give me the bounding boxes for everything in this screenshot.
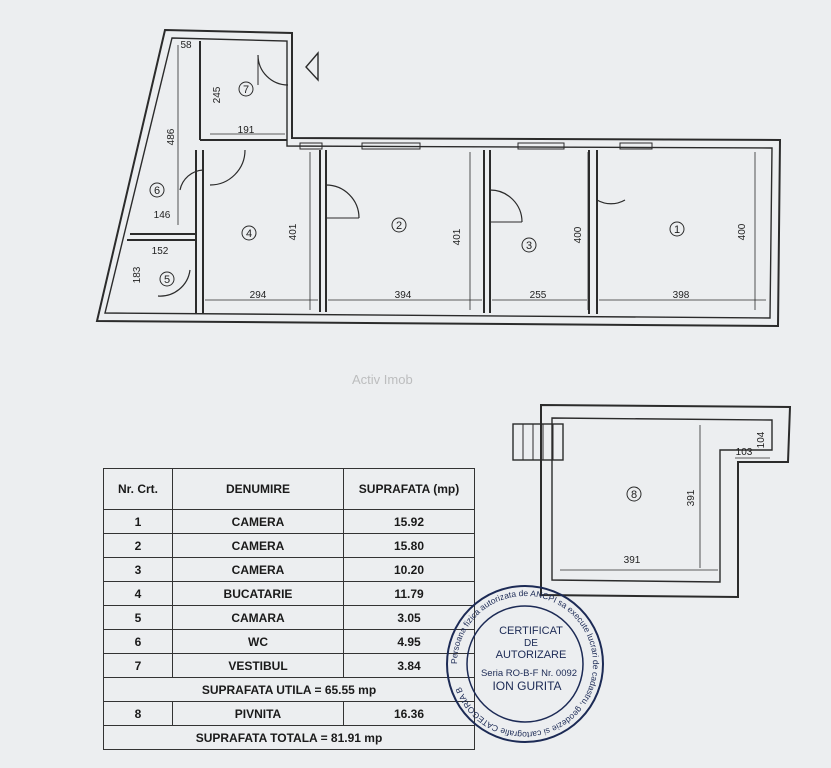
room-number-6: 6 <box>154 185 160 197</box>
cell-name: CAMERA <box>172 533 344 558</box>
basement-outer <box>540 403 792 599</box>
cell-nr: 6 <box>103 629 173 654</box>
dim-r1-height: 400 <box>737 223 748 240</box>
cell-nr: 8 <box>103 701 173 726</box>
dim-r2-height: 401 <box>452 228 463 245</box>
cell-name: CAMARA <box>172 605 344 630</box>
cell-name: CAMERA <box>172 557 344 582</box>
stamp-line-4: Seria RO-B-F Nr. 0092 <box>481 668 577 679</box>
dim-r3-width: 255 <box>530 290 547 301</box>
cell-area: 3.84 <box>343 653 475 678</box>
cell-nr: 1 <box>103 509 173 534</box>
stamp-line-1: CERTIFICAT <box>499 625 563 637</box>
dim-r5-width: 152 <box>152 246 169 257</box>
cell-area: 16.36 <box>343 701 475 726</box>
dim-r3-height: 400 <box>573 226 584 243</box>
dim-r6-height: 486 <box>166 128 177 145</box>
dim-r8-height: 391 <box>686 489 697 506</box>
cell-area: 15.80 <box>343 533 475 558</box>
cell-name: BUCATARIE <box>172 581 344 606</box>
room-number-3: 3 <box>526 240 532 252</box>
stamp-line-3: AUTORIZARE <box>496 649 567 661</box>
cell-area: 15.92 <box>343 509 475 534</box>
outer-wall <box>95 28 782 328</box>
cell-name: WC <box>172 629 344 654</box>
inner-outline <box>104 37 773 319</box>
cell-nr: 5 <box>103 605 173 630</box>
cell-nr: 2 <box>103 533 173 558</box>
basement-inner <box>551 417 773 583</box>
useful-total-row: SUPRAFATA UTILA = 65.55 mp <box>103 677 475 702</box>
authorization-stamp: Persoana fizica autorizata de ANCPI sa e… <box>446 585 604 743</box>
grand-total: SUPRAFATA TOTALA = 81.91 mp <box>103 725 475 750</box>
room-number-4: 4 <box>246 228 252 240</box>
watermark: Activ Imob <box>352 372 413 387</box>
cell-name: VESTIBUL <box>172 653 344 678</box>
room-number-7: 7 <box>243 84 249 96</box>
dim-r5-height: 183 <box>132 266 143 283</box>
dim-r7-extra: 58 <box>180 40 192 51</box>
dim-r7-width: 191 <box>238 125 255 136</box>
stamp-ring-text: Persoana fizica autorizata de ANCPI sa e… <box>449 588 601 740</box>
dim-r8-niche-width: 103 <box>736 447 753 458</box>
cell-name: CAMERA <box>172 509 344 534</box>
table-header-row: Nr. Crt. DENUMIRE SUPRAFATA (mp) <box>103 468 475 510</box>
room-number-1: 1 <box>674 224 680 236</box>
cell-nr: 4 <box>103 581 173 606</box>
dim-r8-width: 391 <box>624 555 641 566</box>
stamp-line-5: ION GURITA <box>492 679 561 693</box>
cell-name: PIVNITA <box>172 701 344 726</box>
room-number-8: 8 <box>631 489 637 501</box>
header-nr: Nr. Crt. <box>103 468 173 510</box>
useful-total: SUPRAFATA UTILA = 65.55 mp <box>103 677 475 702</box>
dim-r4-width: 294 <box>250 290 267 301</box>
dim-r2-width: 394 <box>395 290 412 301</box>
cell-nr: 3 <box>103 557 173 582</box>
dim-r8-niche-height: 104 <box>756 431 767 448</box>
dim-r6-width: 146 <box>154 210 171 221</box>
stamp-line-2: DE <box>524 638 538 649</box>
dim-r1-width: 398 <box>673 290 690 301</box>
grand-total-row: SUPRAFATA TOTALA = 81.91 mp <box>103 725 475 750</box>
dim-r4-height: 401 <box>288 223 299 240</box>
room-number-2: 2 <box>396 220 402 232</box>
room-number-5: 5 <box>164 274 170 286</box>
cell-area: 10.20 <box>343 557 475 582</box>
cell-nr: 7 <box>103 653 173 678</box>
header-area: SUPRAFATA (mp) <box>343 468 475 510</box>
dim-r7-height: 245 <box>212 86 223 103</box>
header-name: DENUMIRE <box>172 468 344 510</box>
